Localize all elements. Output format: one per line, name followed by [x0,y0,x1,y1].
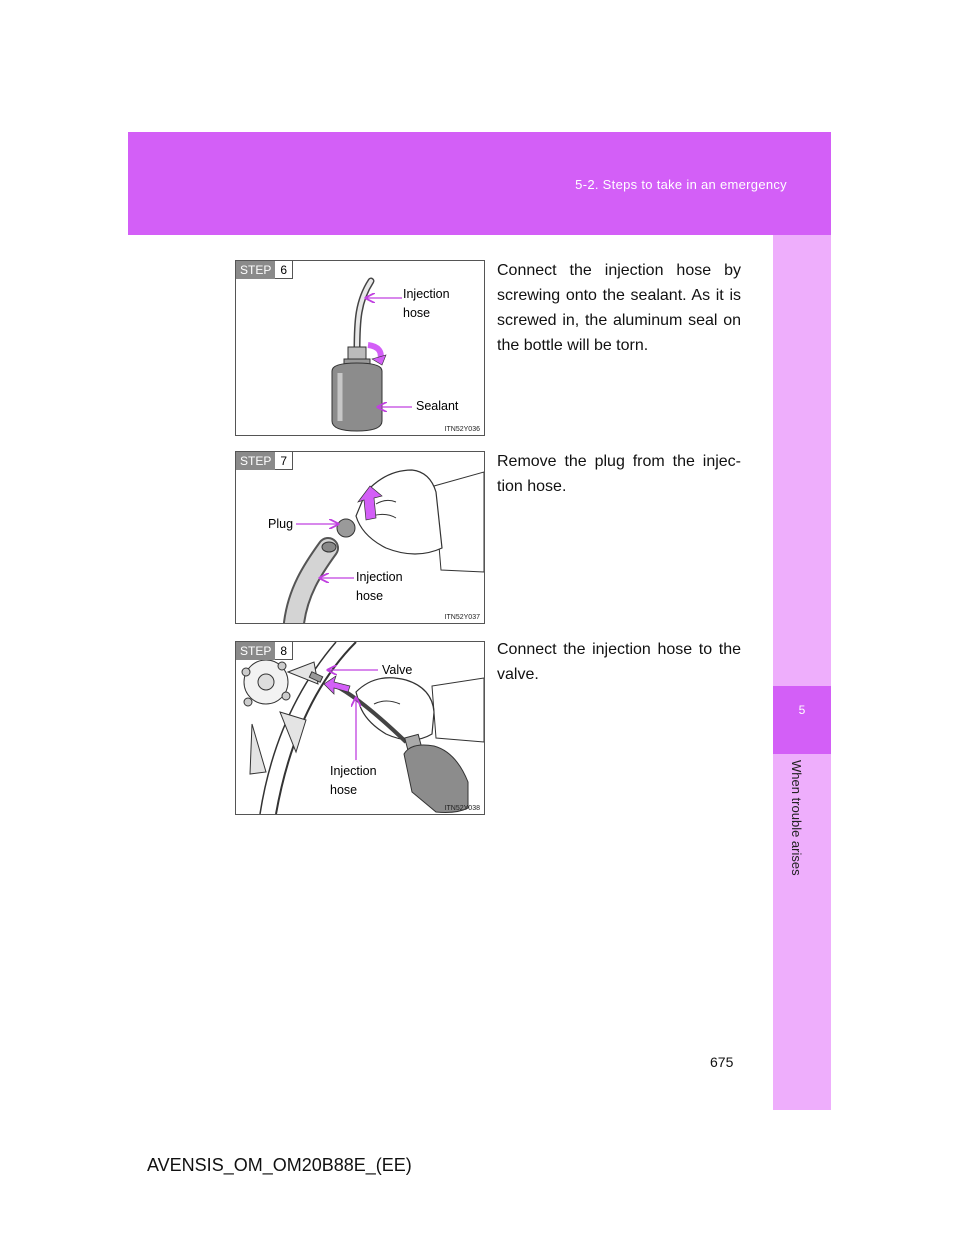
plug-removal-illustration [283,469,484,623]
step-6-text: Connect the injection hose by screwing o… [497,262,741,354]
step-number: 6 [275,261,294,279]
plug-label: Plug [268,517,294,531]
figure-code: ITN52Y037 [444,614,480,621]
chapter-number: 5 [798,703,806,717]
step-6-figure: STEP 6 Injection hose Sealant ITN52Y036 [235,260,485,436]
label-line-1: Injection [356,570,403,584]
sealant-label: Sealant [416,399,459,413]
step-number: 7 [275,452,294,470]
step-word: STEP [236,452,276,470]
figure-code: ITN52Y038 [444,805,480,812]
step-8-text: Connect the injection hose to the valve. [497,641,741,683]
label-line-1: Injection [330,764,377,778]
label-line-2: hose [403,306,431,320]
step-7-text: Remove the plug from the injec-tion hose… [497,453,741,495]
step-7-figure: STEP 7 Plug Injection hose ITN52Y037 [235,451,485,624]
injection-hose-label: Injection hose [356,568,403,606]
chapter-title-tab: When trouble arises [779,760,825,900]
injection-hose-label: Injection hose [403,285,450,323]
step-word: STEP [236,261,276,279]
label-line-2: hose [330,783,358,797]
section-title: 5-2. Steps to take in an emergency [575,177,787,192]
step-word: STEP [236,642,276,660]
valve-connection-illustration [241,642,484,814]
chapter-title: When trouble arises [789,760,804,876]
page-number: 675 [710,1054,734,1070]
label-line-1: Injection [403,287,450,301]
valve-label: Valve [382,663,413,677]
section-header-band: 5-2. Steps to take in an emergency [128,132,831,235]
step-8-badge: STEP 8 [236,642,294,660]
injection-hose-label: Injection hose [330,762,377,800]
step-7-badge: STEP 7 [236,452,294,470]
step-6-badge: STEP 6 [236,261,294,279]
chapter-number-tab: 5 [773,686,831,754]
chapter-side-tab [773,235,831,1110]
figure-code: ITN52Y036 [444,426,480,433]
step-8-figure: STEP 8 Valve Injection hose ITN52Y038 [235,641,485,815]
step-number: 8 [275,642,294,660]
label-line-2: hose [356,589,384,603]
sealant-bottle-illustration [331,277,412,432]
document-footer: AVENSIS_OM_OM20B88E_(EE) [147,1155,412,1175]
